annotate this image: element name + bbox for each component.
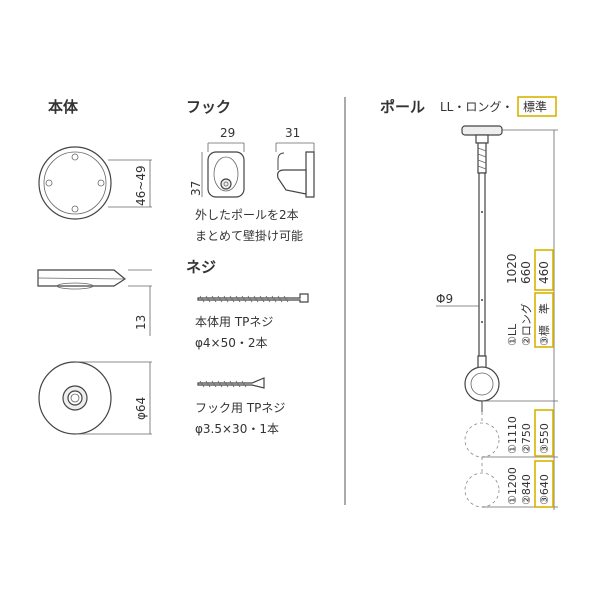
pole-range-mid: ①1110 ②750 ③550 [506, 409, 554, 457]
pole-range-top-highlight [534, 249, 554, 291]
base-top-view [38, 146, 112, 220]
pole-name-standard-highlight [534, 292, 554, 348]
pole-variant-standard: 標準 [523, 99, 547, 114]
pole-diameter-dimension: Φ9 [436, 292, 479, 307]
pole-range-mid-2: ②750 [520, 423, 533, 454]
base-diameter-label: φ64 [134, 397, 148, 420]
pole-range-top: 1020 660 460 [505, 249, 554, 291]
hook-height-label: 37 [189, 181, 203, 196]
pole-range-bottom-2: ②840 [520, 474, 533, 505]
pole-name-long: ②ロング [519, 303, 533, 346]
pole-range-mid-3: ③550 [538, 423, 551, 454]
hook-front-view [207, 151, 245, 198]
base-height-dimension: 13 [128, 269, 152, 336]
pole-range-bottom-1: ①1200 [506, 467, 519, 505]
pole-alt-length-bottom [464, 457, 500, 508]
pole-alt-length-mid [464, 412, 500, 458]
screw-hook-line1: フック用 TPネジ [195, 401, 285, 415]
pole-range-top-2: 660 [519, 261, 533, 284]
screw-body-line1: 本体用 TPネジ [195, 315, 273, 329]
screw-hook-icon [197, 377, 265, 389]
pole-variant-highlight [517, 96, 557, 117]
pole-diameter-label: Φ9 [436, 292, 453, 306]
pole-name-standard: ③標 準 [537, 303, 551, 346]
pole-title: ポール [380, 98, 425, 116]
pole-range-top-1: 1020 [505, 253, 519, 284]
base-bottom-view [38, 361, 112, 435]
body-title: 本体 [48, 98, 79, 116]
screw-title: ネジ [186, 258, 216, 276]
pole-range-mid-highlight [534, 409, 554, 457]
pole-drawing [461, 125, 503, 412]
base-width-dimension: 46~49 [108, 159, 152, 208]
hook-side-width-label: 31 [285, 126, 300, 140]
pole-range-mid-1: ①1110 [506, 416, 519, 454]
hook-note-line1: 外したポールを2本 [195, 208, 299, 222]
base-side-view [37, 269, 127, 290]
pole-range-bottom: ①1200 ②840 ③640 [506, 460, 554, 508]
pole-range-top-3: 460 [537, 261, 551, 284]
screw-body-icon [197, 293, 309, 303]
screw-hook-line2: φ3.5×30・1本 [195, 422, 279, 436]
pole-name-ll: ①LL [506, 323, 519, 346]
hook-note-line2: まとめて壁掛け可能 [195, 228, 303, 243]
pole-range-bottom-highlight [534, 460, 554, 508]
base-height-label: 13 [134, 315, 148, 330]
screw-body-line2: φ4×50・2本 [195, 336, 268, 350]
hook-side-view [277, 151, 315, 198]
pole-variant-names: ①LL ②ロング ③標 準 [506, 292, 554, 348]
base-width-label: 46~49 [134, 165, 148, 206]
base-diameter-dimension: φ64 [75, 361, 152, 435]
hook-front-width-label: 29 [220, 126, 235, 140]
pole-range-bottom-3: ③640 [538, 474, 551, 505]
hook-title: フック [186, 98, 231, 116]
pole-variants-label: LL・ロング・ [440, 100, 513, 114]
